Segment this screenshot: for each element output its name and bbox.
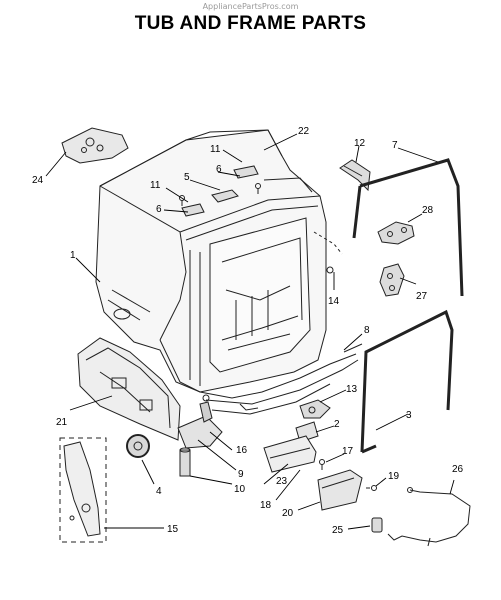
callout-25: 25 — [332, 525, 344, 536]
part-5-bracket — [211, 189, 239, 203]
callout-15: 15 — [167, 524, 179, 535]
callout-6-left: 6 — [156, 204, 162, 215]
callout-22: 22 — [298, 126, 310, 137]
part-12-vent — [339, 159, 371, 192]
part-24-hardware-bag — [61, 127, 129, 164]
part-23-junction-box — [263, 435, 317, 473]
page-title: TUB AND FRAME PARTS — [134, 13, 367, 34]
source-watermark: AppliancePartsPros.com — [202, 2, 299, 11]
part-20-cover — [317, 469, 363, 511]
part-25-plug — [371, 517, 383, 533]
callout-8: 8 — [364, 325, 370, 336]
part-19-screw — [366, 485, 377, 491]
callout-23: 23 — [276, 476, 288, 487]
part-28-hinge-bracket — [377, 221, 415, 245]
part-3-door-gasket — [360, 309, 454, 454]
callout-14: 14 — [328, 296, 340, 307]
callout-labels: 22 11 6 5 11 6 24 1 12 7 28 27 14 8 13 2… — [32, 126, 464, 536]
callout-9: 9 — [238, 469, 244, 480]
part-1-tub-assembly — [95, 129, 327, 393]
callout-2: 2 — [334, 419, 340, 430]
part-13-inlet-valve — [299, 399, 331, 419]
callout-16: 16 — [236, 445, 248, 456]
callout-5: 5 — [184, 172, 190, 183]
callout-17: 17 — [342, 446, 354, 457]
part-26-wire-harness — [387, 487, 471, 547]
callout-10: 10 — [234, 484, 246, 495]
callout-3: 3 — [406, 410, 412, 421]
callout-24: 24 — [32, 175, 44, 186]
callout-6-upper: 6 — [216, 164, 222, 175]
part-6-screw-left — [181, 203, 205, 217]
callout-12: 12 — [354, 138, 366, 149]
callout-7: 7 — [392, 140, 398, 151]
callout-27: 27 — [416, 291, 428, 302]
part-11-screw-left — [179, 195, 185, 206]
callout-20: 20 — [282, 508, 294, 519]
part-9-heater-connector — [199, 394, 213, 423]
callout-1: 1 — [70, 250, 76, 261]
part-17-screw — [319, 459, 325, 470]
part-16-sump-connector — [177, 415, 223, 449]
callout-21: 21 — [56, 417, 68, 428]
callout-11-top: 11 — [210, 144, 221, 155]
part-4-pump-wheel — [126, 434, 150, 458]
leader-lines — [45, 133, 455, 530]
part-27-hinge-bracket — [379, 263, 405, 297]
callout-28: 28 — [422, 205, 434, 216]
part-14-fitting — [313, 231, 343, 274]
part-21-base-frame — [77, 337, 359, 441]
part-7-tub-gasket — [352, 158, 464, 297]
callout-18: 18 — [260, 500, 272, 511]
part-15-frame-assembly — [59, 437, 107, 543]
callout-19: 19 — [388, 471, 400, 482]
callout-11-left: 11 — [150, 180, 161, 191]
callout-26: 26 — [452, 464, 464, 475]
part-10-sump-hose — [179, 447, 191, 477]
part-11-screw-top — [255, 183, 261, 194]
callout-4: 4 — [156, 486, 162, 497]
callout-13: 13 — [346, 384, 358, 395]
part-8-lower-seal — [343, 343, 363, 353]
